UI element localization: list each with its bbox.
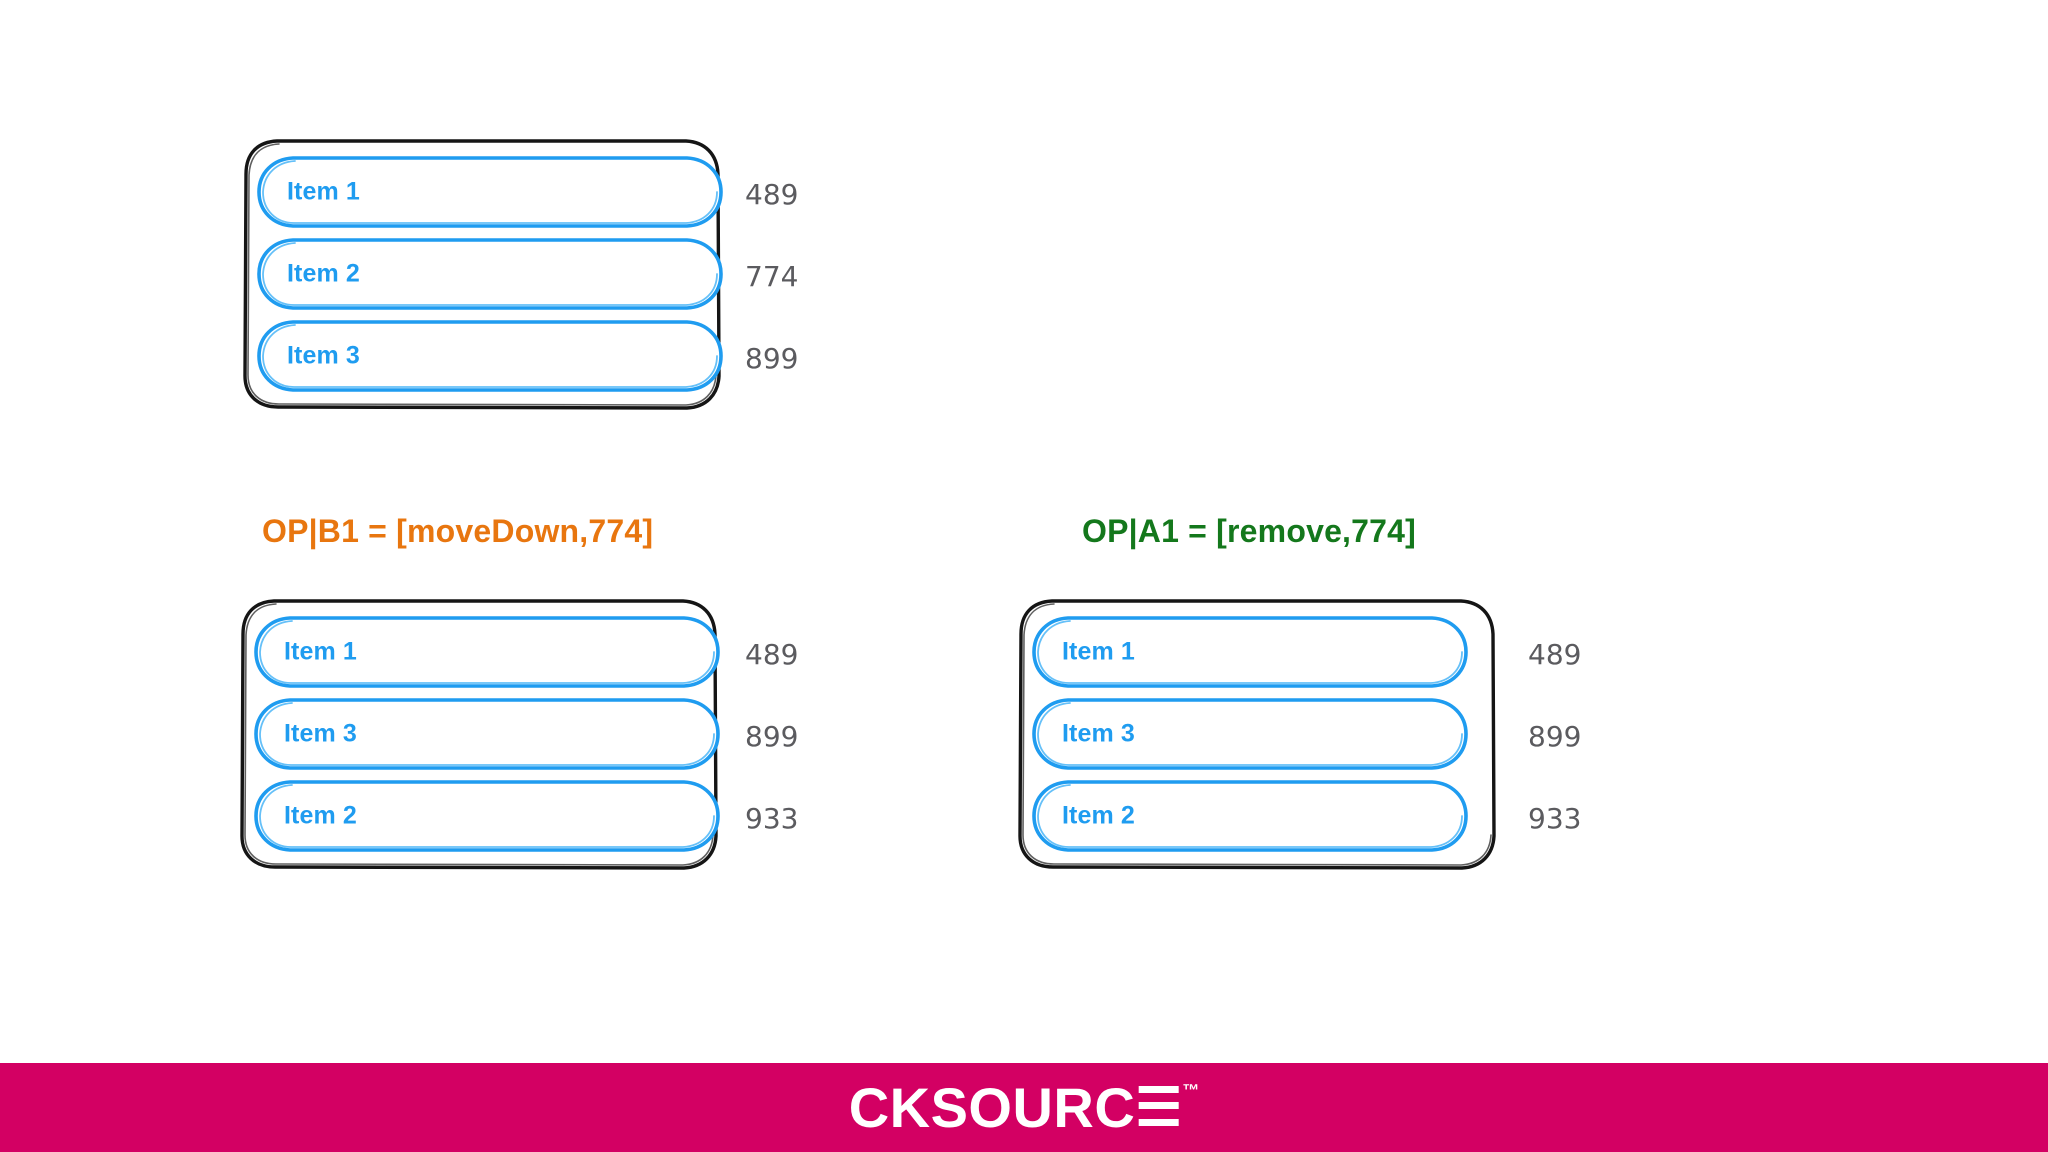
result-list-a1-container: Item 1 Item 3 Item <box>1018 598 1496 870</box>
pill-item[interactable]: Item 3 <box>1030 697 1470 771</box>
cksource-logo-e-icon <box>1138 1085 1179 1126</box>
result-list-b1-pills: Item 1 Item 3 Item <box>240 598 720 870</box>
list-item-value: 899 <box>745 342 799 375</box>
operation-label-b1: OP|B1 = [moveDown,774] <box>262 513 654 549</box>
trademark-symbol: ™ <box>1182 1080 1200 1100</box>
cksource-logo-text: CKSOURC <box>848 1075 1136 1139</box>
list-item-value: 933 <box>745 802 799 835</box>
list-item[interactable]: Item 2 <box>1018 779 1496 853</box>
list-item-value: 489 <box>745 638 799 671</box>
list-item-label: Item 3 <box>284 719 357 748</box>
list-item-label: Item 1 <box>1062 637 1135 666</box>
list-item-label: Item 2 <box>1062 801 1135 830</box>
pill-item[interactable]: Item 2 <box>252 779 722 853</box>
list-item-value: 899 <box>745 720 799 753</box>
pill-item[interactable]: Item 1 <box>1030 615 1470 689</box>
list-item-label: Item 2 <box>287 259 360 288</box>
pill-item[interactable]: Item 1 <box>255 155 725 229</box>
operation-label-a1: OP|A1 = [remove,774] <box>1082 513 1416 549</box>
list-item-label: Item 2 <box>284 801 357 830</box>
footer-bar: CKSOURC ™ <box>0 1063 2048 1152</box>
list-item[interactable]: Item 1 <box>243 155 723 229</box>
list-item[interactable]: Item 3 <box>243 319 723 393</box>
result-list-b1-container: Item 1 Item 3 Item <box>240 598 720 870</box>
pill-item[interactable]: Item 3 <box>255 319 725 393</box>
list-item-value: 899 <box>1528 720 1582 753</box>
list-item[interactable]: Item 1 <box>1018 615 1496 689</box>
list-item-label: Item 3 <box>1062 719 1135 748</box>
list-item-value: 489 <box>1528 638 1582 671</box>
pill-item[interactable]: Item 1 <box>252 615 722 689</box>
cksource-logo: CKSOURC ™ <box>848 1075 1200 1139</box>
list-item-value: 933 <box>1528 802 1582 835</box>
pill-item[interactable]: Item 2 <box>1030 779 1470 853</box>
pill-item[interactable]: Item 3 <box>252 697 722 771</box>
list-item[interactable]: Item 2 <box>243 237 723 311</box>
initial-list-pills: Item 1 Item 2 Item <box>243 138 723 410</box>
list-item-label: Item 1 <box>287 177 360 206</box>
list-item[interactable]: Item 2 <box>240 779 720 853</box>
list-item-value: 774 <box>745 260 799 293</box>
list-item[interactable]: Item 3 <box>1018 697 1496 771</box>
list-item-label: Item 3 <box>287 341 360 370</box>
result-list-a1-pills: Item 1 Item 3 Item <box>1018 598 1496 870</box>
list-item-value: 489 <box>745 178 799 211</box>
initial-list-container: Item 1 Item 2 Item <box>243 138 723 410</box>
pill-item[interactable]: Item 2 <box>255 237 725 311</box>
list-item[interactable]: Item 1 <box>240 615 720 689</box>
list-item-label: Item 1 <box>284 637 357 666</box>
list-item[interactable]: Item 3 <box>240 697 720 771</box>
